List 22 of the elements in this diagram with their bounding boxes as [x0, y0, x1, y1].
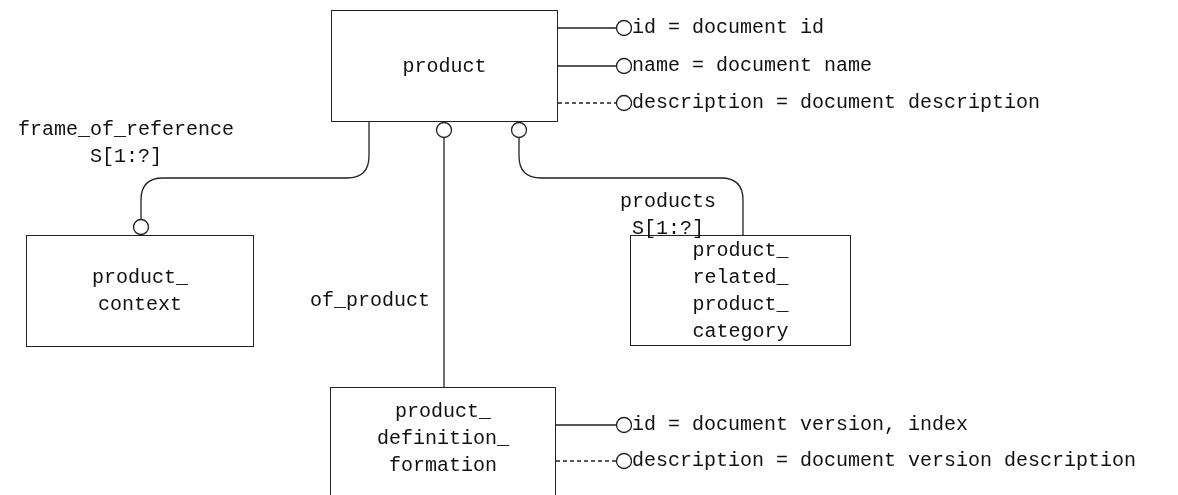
entity-name: product_ related_ product_ category	[691, 238, 790, 345]
connector	[132, 121, 370, 236]
entity-name: product_ definition_ formation	[376, 399, 510, 479]
connector	[557, 57, 633, 75]
attribute-label: description = document version description	[632, 449, 1137, 473]
entity-box	[330, 387, 556, 495]
attribute-label: id = document version, index	[632, 413, 969, 437]
entity-name: product_ context	[91, 265, 189, 318]
dashed-connector	[557, 94, 633, 112]
connector	[555, 416, 633, 434]
connector	[510, 121, 744, 236]
edge-label: of_product	[309, 288, 431, 314]
entity-box	[26, 235, 254, 347]
attribute-label: description = document description	[632, 91, 1041, 115]
dashed-connector	[555, 452, 633, 470]
attribute-label: id = document id	[632, 16, 825, 40]
edge-label: frame_of_reference S[1:?]	[16, 117, 235, 170]
entity-box	[331, 10, 558, 122]
connector	[557, 19, 633, 37]
connector	[435, 121, 453, 388]
attribute-label: name = document name	[632, 54, 873, 78]
entity-name: product	[402, 53, 487, 80]
